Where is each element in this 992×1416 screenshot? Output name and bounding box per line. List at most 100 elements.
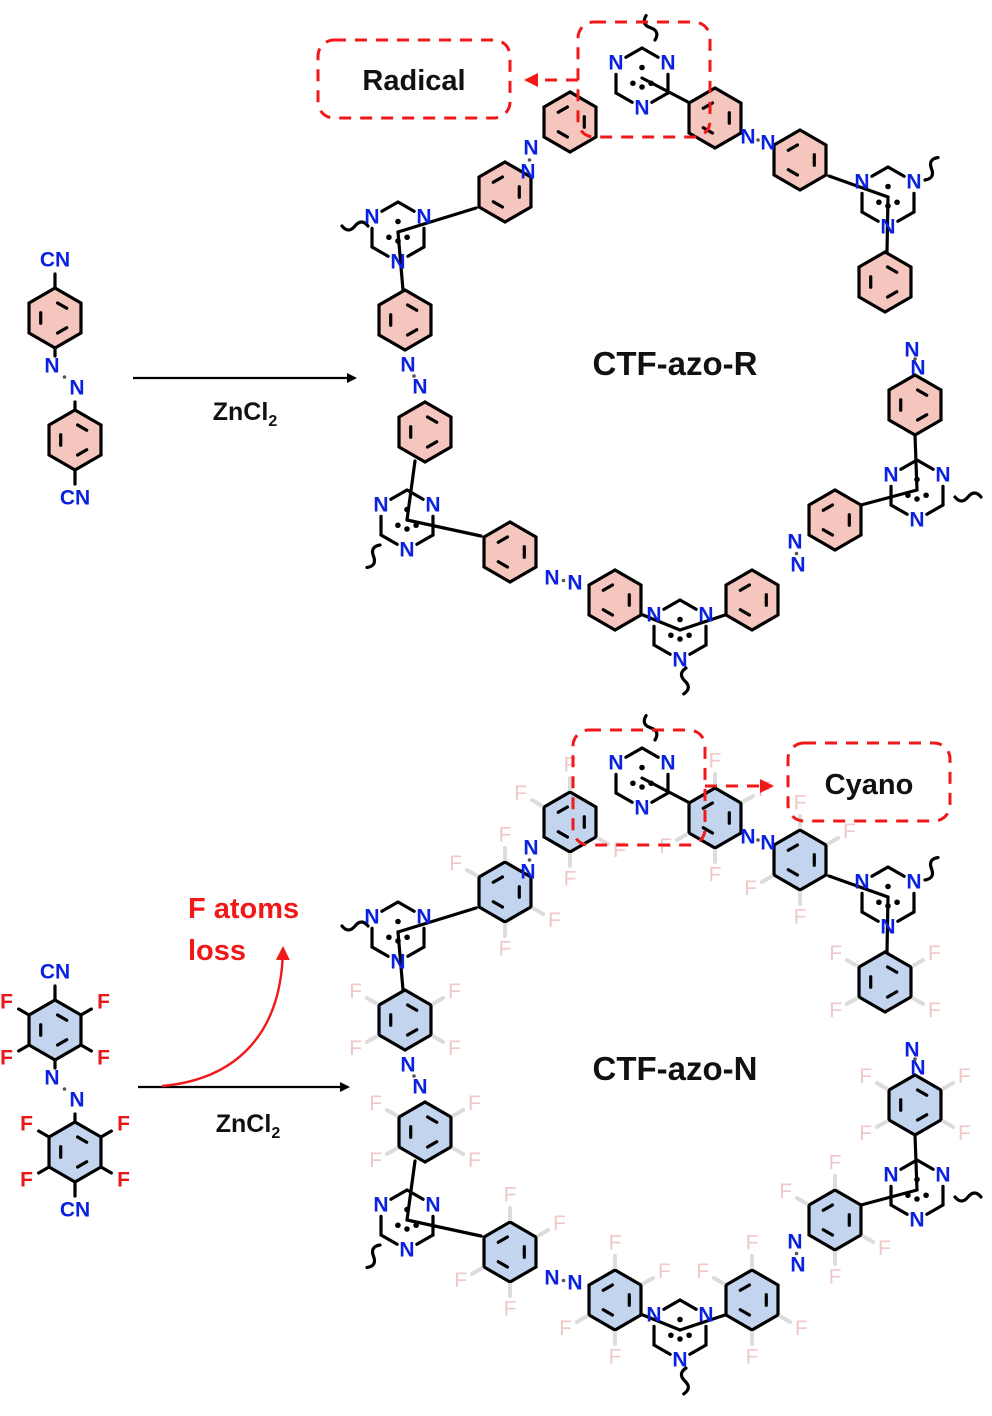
aromatic-bond — [601, 608, 615, 617]
delocalization-dot — [395, 1222, 401, 1229]
benzene-ring — [687, 786, 743, 850]
nitrogen-label: N — [909, 1209, 924, 1232]
nitrogen-label: N — [906, 871, 921, 894]
azo-nitrogen: N — [544, 1267, 559, 1290]
triazine-bond — [652, 643, 672, 656]
fluorine-label: F — [746, 1232, 759, 1255]
f-bond — [464, 868, 479, 878]
delocalization-dot — [885, 883, 891, 890]
triazine-bond — [396, 200, 416, 213]
azo-nitrogen: N — [567, 1272, 582, 1295]
cyano-callout-box — [786, 741, 952, 823]
triazine-bond — [624, 46, 644, 59]
linker-bond — [827, 874, 890, 899]
aromatic-bond — [425, 415, 439, 424]
f-bond — [99, 1165, 113, 1175]
f-bond — [79, 1007, 93, 1017]
benzene-ring — [27, 286, 83, 350]
f-bond — [794, 1196, 809, 1206]
nitrogen-label: N — [854, 171, 869, 194]
delocalization-dot — [404, 506, 410, 513]
product-name-bottom: CTF-azo-N — [593, 1050, 758, 1087]
delocalization-dot — [395, 522, 401, 529]
triazine-bond — [396, 900, 416, 913]
f-bond — [364, 996, 379, 1006]
nitrogen-label: N — [608, 752, 623, 775]
f-bond — [37, 1165, 51, 1175]
f-bond — [364, 1034, 379, 1044]
nitrogen-label: N — [373, 1194, 388, 1217]
delocalization-dot — [876, 199, 882, 206]
product-name-top: CTF-azo-R — [593, 345, 758, 382]
aromatic-bond — [786, 168, 800, 177]
wavy-bond — [365, 543, 382, 570]
fluorine-label: F — [448, 1037, 461, 1060]
wavy-bond — [923, 155, 940, 182]
delocalization-dot — [914, 496, 920, 502]
fluorine-label: F — [744, 877, 757, 900]
fluorine-label: F — [843, 820, 856, 843]
aromatic-bond — [496, 535, 510, 544]
aromatic-bond — [75, 448, 89, 457]
nitrogen-label: N — [416, 906, 431, 929]
f-bond — [711, 1276, 726, 1286]
aromatic-bond — [75, 423, 89, 432]
aromatic-bond — [701, 826, 715, 835]
ring-layer — [17, 86, 956, 1346]
delocalization-dot — [885, 203, 891, 209]
nitrogen-label: N — [880, 916, 895, 939]
nitrogen-label: N — [883, 1164, 898, 1187]
triazine-bond — [640, 46, 660, 59]
triazine-bond — [370, 945, 390, 958]
f-bond — [911, 996, 926, 1006]
wavy-bond — [340, 220, 370, 232]
aromatic-bond — [496, 560, 510, 569]
aromatic-bond — [75, 1135, 89, 1144]
azo-bond-dot — [913, 1057, 917, 1061]
delocalization-dot — [404, 1226, 410, 1232]
triazine-bond — [379, 533, 399, 546]
triazine-bond — [915, 458, 935, 471]
azo-bond-dot — [794, 551, 799, 556]
azo-bond-dot — [62, 375, 67, 379]
aromatic-bond — [821, 1228, 835, 1237]
nitrogen-label: N — [425, 494, 440, 517]
azo-nitrogen: N — [910, 1057, 925, 1080]
azo-nitrogen: N — [787, 1231, 802, 1254]
aromatic-bond — [786, 843, 800, 852]
fluorine-label: F — [97, 1047, 110, 1070]
fluorine-label: F — [117, 1169, 130, 1192]
benzene-ring — [477, 160, 533, 224]
f-bond — [874, 1081, 889, 1091]
delocalization-dot — [668, 1332, 674, 1339]
nitrogen-label: N — [935, 1164, 950, 1187]
azo-bond-dot — [756, 838, 760, 842]
cyano-callout-label: Cyano — [825, 769, 914, 801]
linker-bond — [678, 1313, 727, 1332]
fluorine-label: F — [454, 1269, 467, 1292]
fluorine-label: F — [709, 864, 722, 887]
f-bond — [844, 958, 859, 968]
benzene-ring — [807, 488, 863, 552]
fluorine-label: F — [504, 1184, 517, 1207]
azo-nitrogen: N — [523, 137, 538, 160]
benzene-ring — [887, 1073, 943, 1137]
azo-nitrogen: N — [904, 339, 919, 362]
triazine-bond — [889, 1203, 909, 1216]
azo-nitrogen: N — [520, 161, 535, 184]
triazine-bond — [925, 1203, 945, 1216]
triazine-bond — [860, 210, 880, 223]
fluorine-label: F — [829, 999, 842, 1022]
benzene-ring — [587, 1268, 643, 1332]
aromatic-bond — [405, 328, 419, 337]
fluorine-label: F — [928, 999, 941, 1022]
azo-nitrogen: N — [790, 1254, 805, 1277]
linker-bond — [641, 613, 682, 632]
benzene-ring — [477, 860, 533, 924]
delocalization-dot — [639, 784, 645, 790]
radical-callout-box — [316, 38, 512, 120]
triazine-bond — [415, 533, 435, 546]
azo-nitrogen: N — [740, 126, 755, 149]
delocalization-dot — [885, 183, 891, 190]
aromatic-bond — [491, 900, 505, 909]
